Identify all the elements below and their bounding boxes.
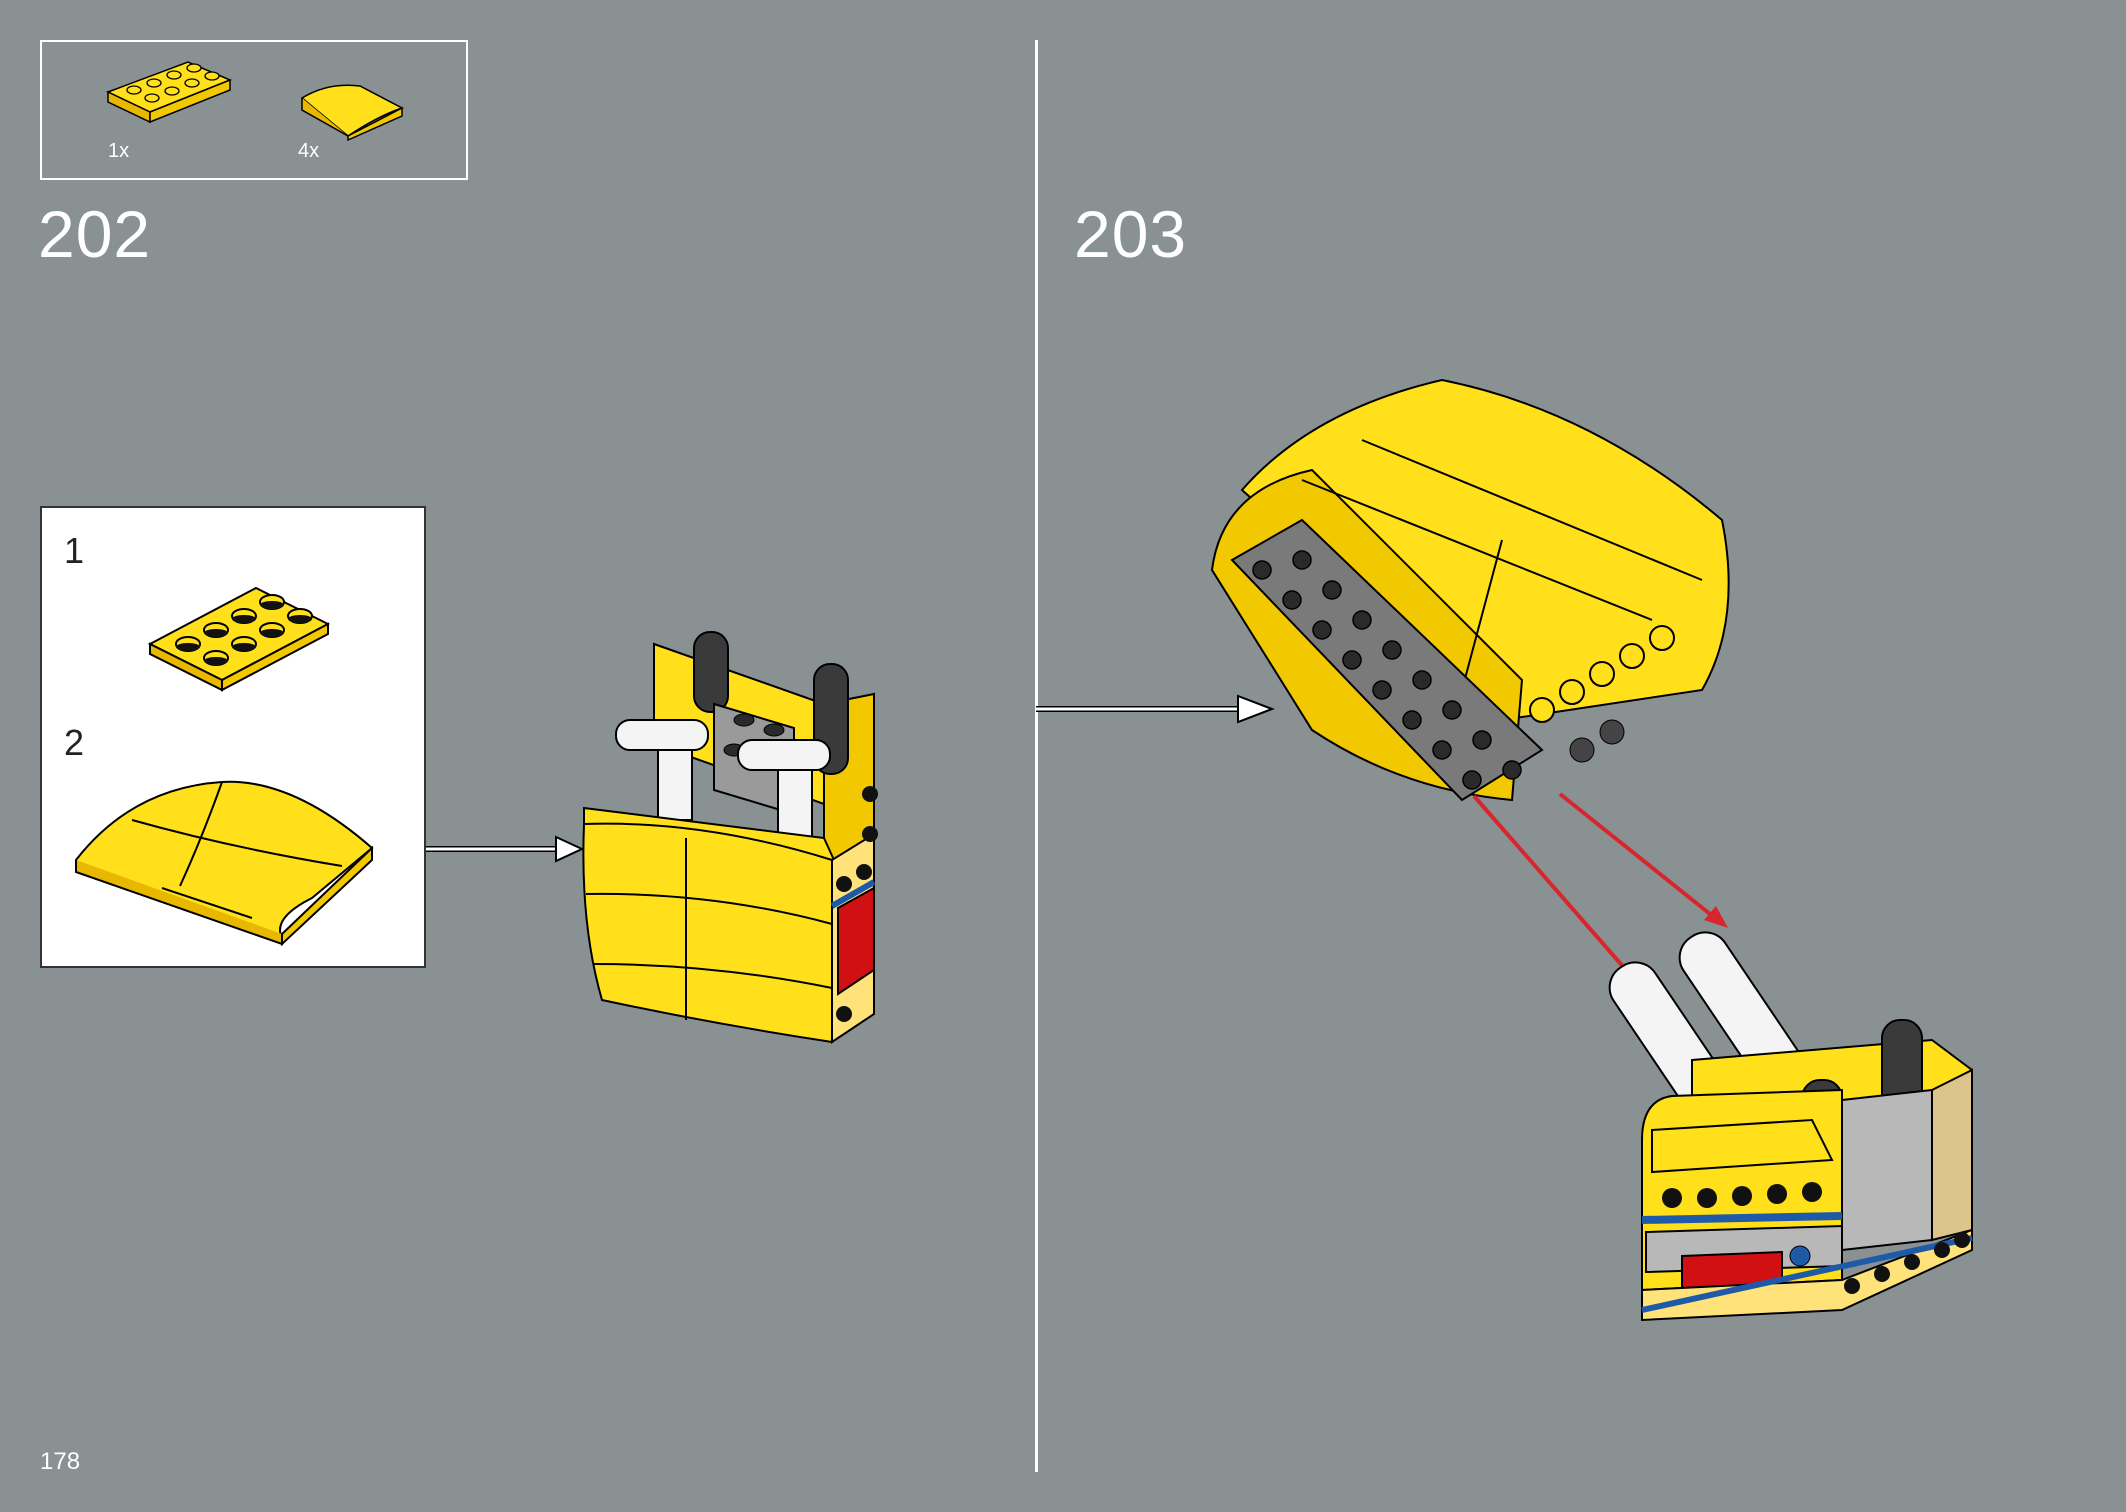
substep-number-2: 2 — [64, 722, 85, 763]
step-number-202: 202 — [38, 197, 152, 271]
step-number-203: 203 — [1074, 197, 1188, 271]
part-qty-1: 1x — [108, 140, 130, 162]
part-curved-slope-icon — [300, 84, 404, 142]
substep-number-1: 1 — [64, 530, 85, 571]
subassembly-panel: 1 2 — [40, 506, 426, 968]
substep2-curved-slopes-icon — [75, 780, 374, 947]
substep1-plate-icon — [147, 586, 331, 692]
step203-upper-assembly-illustration — [1210, 378, 1730, 802]
step202-model-illustration — [582, 631, 878, 1044]
part-qty-2: 4x — [298, 140, 320, 162]
page-divider — [1035, 40, 1038, 1472]
placement-arrow-203 — [1036, 694, 1275, 724]
placement-arrow-202 — [426, 835, 585, 863]
part-plate-2x4-icon — [106, 61, 232, 124]
step203-base-assembly-illustration — [1608, 931, 1973, 1322]
parts-callout: 1x 4x — [40, 40, 468, 180]
page-number: 178 — [40, 1448, 81, 1475]
